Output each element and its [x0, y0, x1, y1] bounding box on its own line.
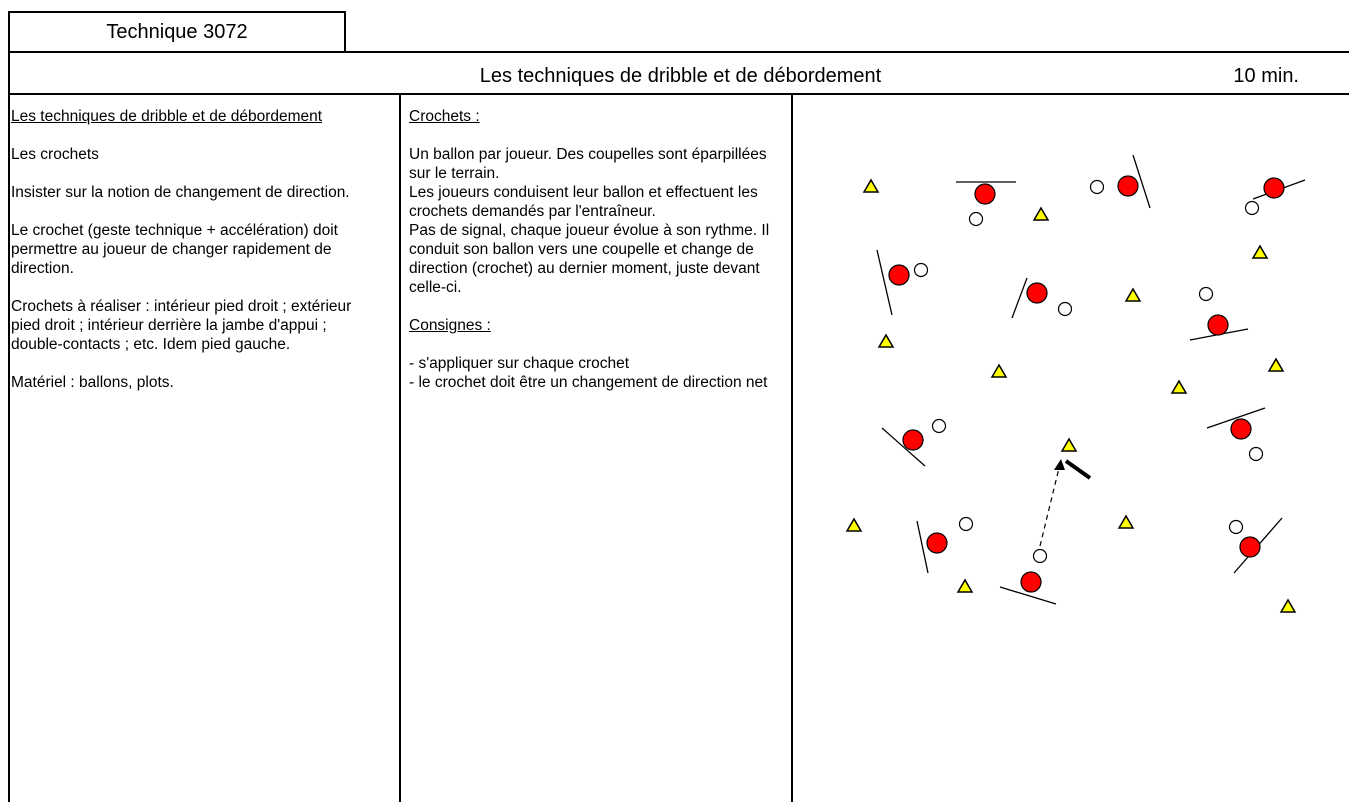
ball-icon	[1032, 548, 1048, 564]
player-icon	[1230, 418, 1252, 440]
instructions-line-3: Pas de signal, chaque joueur évolue à so…	[409, 222, 770, 296]
cone-icon	[1124, 287, 1142, 302]
cone-icon	[956, 578, 974, 593]
player-icon	[1117, 175, 1139, 197]
cone-icon	[1170, 379, 1188, 394]
player-icon	[1020, 571, 1042, 593]
exercise-title: Les techniques de dribble et de débordem…	[479, 65, 882, 87]
objectives-heading: Les techniques de dribble et de débordem…	[11, 108, 323, 125]
ball-icon	[1057, 301, 1073, 317]
exercise-code-box: Technique 3072	[8, 11, 346, 52]
cone-icon	[1279, 598, 1297, 613]
ball-icon	[1228, 519, 1244, 535]
player-icon	[1026, 282, 1048, 304]
ball-icon	[958, 516, 974, 532]
cone-icon	[1032, 206, 1050, 221]
cone-icon	[877, 333, 895, 348]
cone-icon	[990, 363, 1008, 378]
crochet-line	[1011, 277, 1028, 319]
cone-icon	[1060, 437, 1078, 452]
cone-icon	[845, 517, 863, 532]
player-icon	[902, 429, 924, 451]
instructions-heading: Crochets :	[409, 108, 480, 125]
guidelines-heading: Consignes :	[409, 317, 491, 334]
ball-icon	[931, 418, 947, 434]
crochet-marker	[1064, 459, 1092, 480]
instructions-line-1: Un ballon par joueur. Des coupelles sont…	[409, 146, 767, 182]
crochet-line	[881, 427, 926, 467]
ball-icon	[1244, 200, 1260, 216]
guideline-1: - s'appliquer sur chaque crochet	[409, 355, 630, 372]
objectives-paragraph-3: Crochets à réaliser : intérieur pied dro…	[11, 298, 352, 353]
player-icon	[926, 532, 948, 554]
cone-icon	[1251, 244, 1269, 259]
ball-icon	[1198, 286, 1214, 302]
objectives-subtitle: Les crochets	[11, 146, 99, 163]
player-icon	[1239, 536, 1261, 558]
objectives-paragraph-2: Le crochet (geste technique + accélérati…	[11, 222, 338, 277]
objectives-paragraph-1: Insister sur la notion de changement de …	[11, 184, 350, 201]
cone-icon	[1117, 514, 1135, 529]
crochet-line	[1132, 154, 1151, 209]
cone-icon	[862, 178, 880, 193]
player-icon	[1263, 177, 1285, 199]
guideline-2: - le crochet doit être un changement de …	[409, 374, 768, 391]
trajectory-line	[1039, 463, 1061, 547]
player-icon	[1207, 314, 1229, 336]
ball-icon	[913, 262, 929, 278]
crochet-line	[999, 586, 1057, 605]
crochet-line	[1206, 407, 1266, 429]
ball-icon	[1089, 179, 1105, 195]
equipment-text: Matériel : ballons, plots.	[11, 374, 174, 391]
arrow-head-icon	[1054, 459, 1065, 470]
crochet-line	[916, 520, 929, 574]
ball-icon	[968, 211, 984, 227]
exercise-duration: 10 min.	[1233, 65, 1299, 87]
player-icon	[888, 264, 910, 286]
ball-icon	[1248, 446, 1264, 462]
diagram-column	[791, 95, 1349, 802]
exercise-code: Technique 3072	[106, 21, 248, 43]
instructions-line-2: Les joueurs conduisent leur ballon et ef…	[409, 184, 758, 220]
cone-icon	[1267, 357, 1285, 372]
crochet-line	[876, 249, 893, 316]
title-bar: Les techniques de dribble et de débordem…	[8, 51, 1349, 95]
player-icon	[974, 183, 996, 205]
drill-diagram	[845, 154, 1306, 613]
instructions-column: Crochets : Un ballon par joueur. Des cou…	[399, 95, 793, 802]
objectives-column: Les techniques de dribble et de débordem…	[8, 95, 400, 802]
